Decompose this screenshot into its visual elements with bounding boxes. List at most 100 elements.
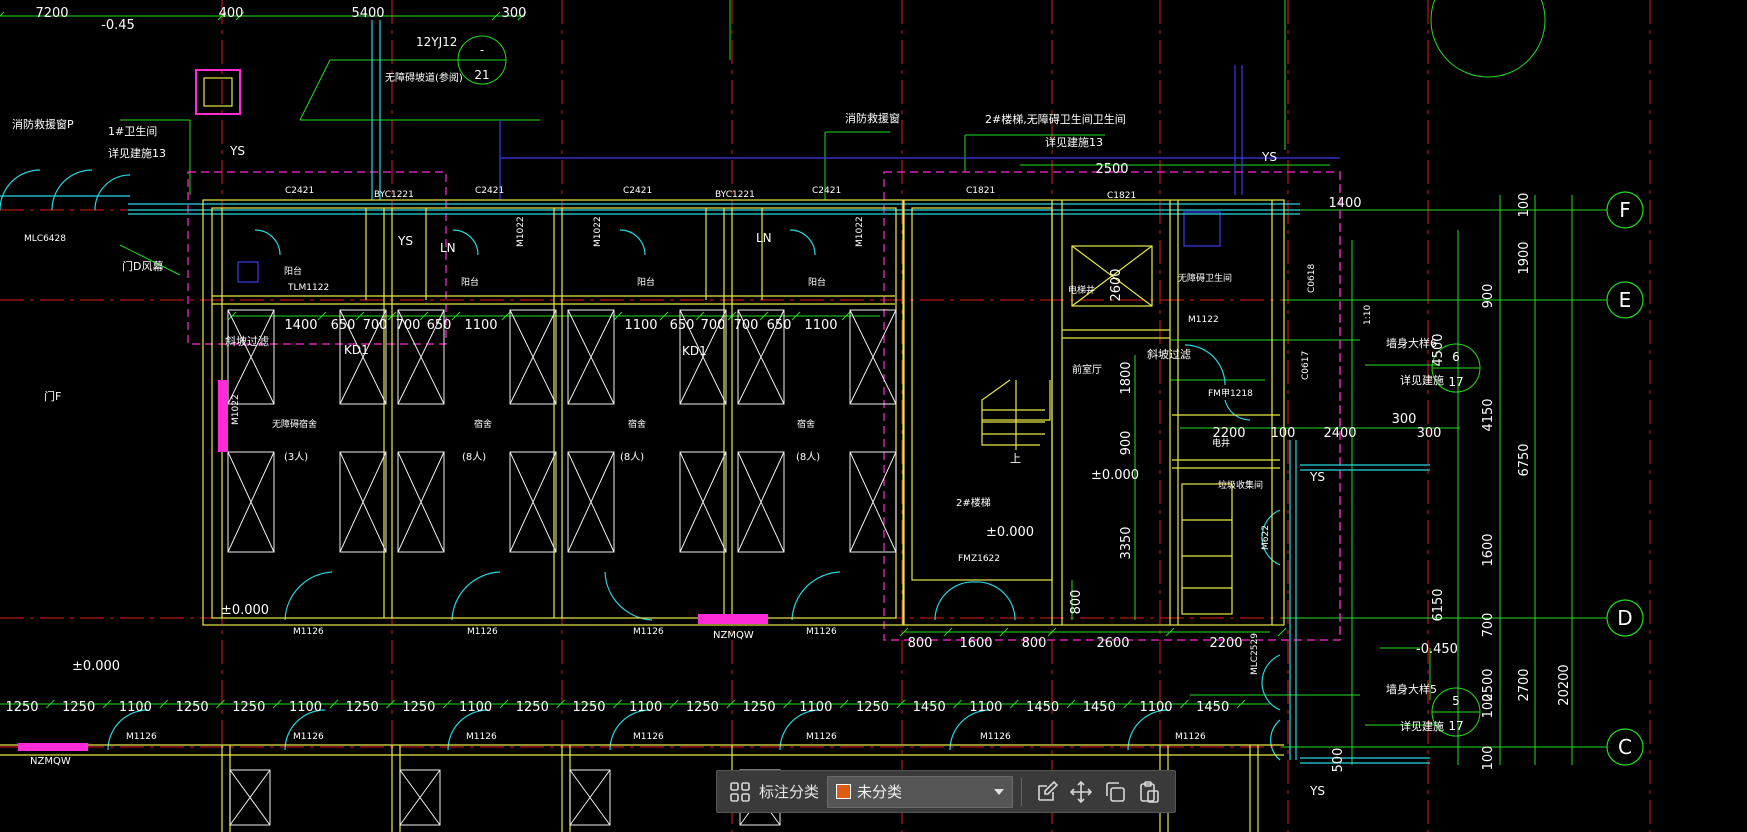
label-ln: LN (756, 231, 772, 245)
label-see_detail: 详见建施 (1400, 719, 1444, 733)
edit-icon[interactable] (1030, 775, 1064, 809)
dimension-text: 1400 (284, 318, 317, 333)
blue-lines (237, 65, 1340, 283)
dimension-text: 3350 (1119, 526, 1134, 559)
dimension-tick (791, 311, 801, 321)
dimension-text: 5400 (351, 6, 384, 21)
dimension-text: 1100 (289, 700, 322, 715)
dimension-text: 700 (734, 318, 759, 333)
bed (397, 451, 445, 553)
bed (567, 309, 615, 405)
label-nzmqw: NZMQW (713, 630, 754, 641)
bed-cross (339, 309, 387, 405)
chevron-down-icon (994, 788, 1005, 795)
bed-cross (397, 309, 445, 405)
bed (569, 769, 611, 826)
bed (399, 769, 441, 826)
dimension-lines (0, 0, 1610, 765)
label-c2421: C2421 (285, 186, 314, 196)
dimension-tick (442, 699, 452, 709)
dimension-tick (216, 699, 225, 709)
dimension-tick (695, 311, 705, 321)
label-m1126: M1126 (806, 732, 837, 742)
label-dorm: 宿舍 (797, 418, 815, 430)
dimension-text: 2600 (1096, 636, 1129, 651)
axis-label: C (1618, 735, 1632, 759)
label-c2421: C2421 (623, 186, 652, 196)
bed (737, 451, 785, 553)
dimension-text: 900 (1481, 284, 1496, 309)
dimension-text: 1250 (856, 700, 889, 715)
bed-cross (339, 451, 387, 553)
dimension-text: 1250 (346, 700, 379, 715)
label-kd1: KD1 (344, 343, 369, 357)
label-m1126: M1126 (467, 627, 498, 637)
dimension-tick (317, 311, 327, 321)
dimension-tick (999, 627, 1009, 637)
grid-icon[interactable] (723, 775, 757, 809)
label-m1126: M1126 (466, 732, 497, 742)
dimension-text: 1100 (969, 700, 1002, 715)
label-mlc6428: MLC6428 (24, 234, 66, 244)
dimension-tick (1047, 627, 1057, 637)
dimension-text: 700 (701, 318, 726, 333)
dimension-tick (501, 311, 511, 321)
dimension-text: 300 (1392, 412, 1417, 427)
bed-cross (229, 769, 271, 826)
dimension-tick (451, 311, 461, 321)
annotation-category-select[interactable]: 未分类 (827, 775, 1014, 808)
level-text: ±0.000 (986, 525, 1034, 540)
dimension-text: 400 (219, 6, 244, 21)
dimension-tick (1066, 699, 1076, 709)
label-nzmqw: NZMQW (30, 756, 71, 767)
label-ys: YS (1309, 470, 1325, 484)
callout-bottom: 17 (1448, 375, 1463, 389)
level-text: ±0.000 (1091, 468, 1139, 483)
dimension-text: 1450 (913, 700, 946, 715)
toolbar-divider (1021, 777, 1023, 806)
dimension-tick (329, 699, 339, 709)
callout-bottom: 17 (1448, 719, 1463, 733)
callout-top: - (480, 43, 484, 57)
label-dorm: 宿舍 (474, 418, 492, 430)
bed-cross (569, 769, 611, 826)
bed (227, 451, 275, 553)
dimension-tick (612, 699, 622, 709)
bed (509, 309, 557, 405)
callout-top: 5 (1452, 694, 1460, 708)
label-ref_12yj12: 12YJ12 (416, 35, 457, 49)
paste-icon[interactable] (1132, 775, 1166, 809)
label-dorm: 宿舍 (628, 418, 646, 430)
dimension-text: 100 (1271, 426, 1296, 441)
bed-cross (567, 451, 615, 553)
dimension-tick (726, 699, 736, 709)
label-fmz: FMZ1622 (958, 554, 1000, 564)
label-m1126: M1126 (633, 627, 664, 637)
label-m1022: M1022 (855, 216, 865, 247)
dimension-text: 650 (331, 318, 356, 333)
label-wall_detail_6: 墙身大样6 (1386, 336, 1437, 350)
label-m1126: M1126 (980, 732, 1011, 742)
callout-bottom: 21 (474, 68, 489, 82)
dimension-text: 300 (502, 6, 527, 21)
bed-cross (227, 309, 275, 405)
dimension-text: 1250 (516, 700, 549, 715)
dimension-tick (841, 311, 851, 321)
dimension-text: 700 (1481, 613, 1496, 638)
dimension-text: 100 (1481, 694, 1496, 719)
dimension-text: 1100 (804, 318, 837, 333)
bed (679, 451, 727, 553)
move-icon[interactable] (1064, 775, 1098, 809)
label-mlc2529: MLC2529 (1250, 633, 1260, 675)
dimension-text: 1250 (743, 700, 776, 715)
label-m1022: M1022 (593, 216, 603, 247)
copy-icon[interactable] (1098, 775, 1132, 809)
level-text: ±0.000 (72, 659, 120, 674)
dimension-text: 4150 (1481, 398, 1496, 431)
dimension-text: 1250 (572, 700, 605, 715)
label-fm_b: FM甲1218 (1208, 388, 1253, 399)
label-c2421: C2421 (475, 186, 504, 196)
dimension-tick (613, 311, 623, 321)
label-m1126: M1126 (1175, 732, 1206, 742)
